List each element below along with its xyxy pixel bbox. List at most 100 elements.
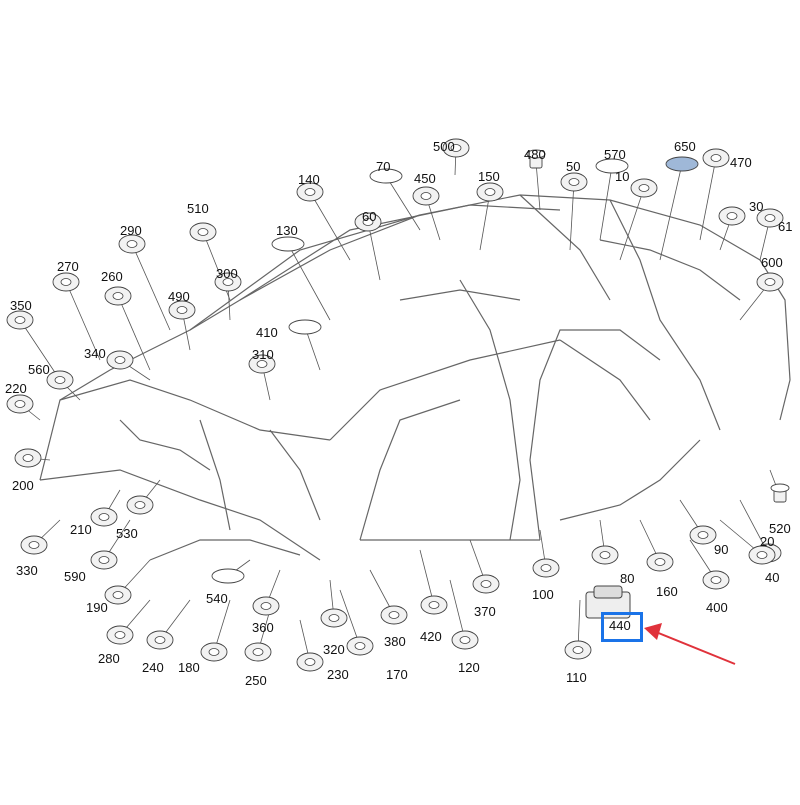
push-clip-icon bbox=[526, 149, 546, 169]
grommet-icon bbox=[451, 630, 479, 650]
grommet-icon bbox=[756, 208, 784, 228]
grommet-icon bbox=[296, 182, 324, 202]
part-label-150: 150 bbox=[478, 169, 500, 184]
grommet-icon bbox=[52, 272, 80, 292]
leader-line-130 bbox=[287, 243, 331, 321]
grommet-icon bbox=[90, 507, 118, 527]
grommet-icon bbox=[296, 652, 324, 672]
part-label-530: 530 bbox=[116, 526, 138, 541]
grommet-icon bbox=[244, 642, 272, 662]
grommet-icon bbox=[702, 570, 730, 590]
grommet-icon bbox=[354, 212, 382, 232]
part-label-600: 600 bbox=[761, 255, 783, 270]
oval-plug-icon bbox=[595, 158, 629, 174]
oval-plug-icon bbox=[211, 568, 245, 584]
part-label-250: 250 bbox=[245, 673, 267, 688]
part-label-60: 60 bbox=[362, 209, 377, 224]
part-label-230: 230 bbox=[327, 667, 349, 682]
part-label-120: 120 bbox=[458, 660, 480, 675]
part-label-570: 570 bbox=[604, 147, 626, 162]
grommet-icon bbox=[412, 186, 440, 206]
leader-line-350 bbox=[19, 319, 61, 381]
part-label-180: 180 bbox=[178, 660, 200, 675]
highlight-box bbox=[601, 612, 643, 642]
grommet-icon bbox=[14, 448, 42, 468]
part-label-380: 380 bbox=[384, 634, 406, 649]
grommet-icon bbox=[200, 642, 228, 662]
leader-line-290 bbox=[131, 243, 171, 331]
part-label-260: 260 bbox=[101, 269, 123, 284]
grommet-icon bbox=[646, 552, 674, 572]
grommet-icon bbox=[748, 545, 776, 565]
grommet-icon bbox=[90, 550, 118, 570]
grommet-icon bbox=[252, 596, 280, 616]
part-label-470: 470 bbox=[730, 155, 752, 170]
part-label-510: 510 bbox=[187, 201, 209, 216]
part-label-320: 320 bbox=[323, 642, 345, 657]
part-label-650: 650 bbox=[674, 139, 696, 154]
grommet-icon bbox=[46, 370, 74, 390]
grommet-icon bbox=[420, 595, 448, 615]
part-label-61: 61 bbox=[778, 219, 793, 234]
grommet-icon bbox=[689, 525, 717, 545]
grommet-icon bbox=[126, 495, 154, 515]
grommet-icon bbox=[104, 286, 132, 306]
grommet-icon bbox=[6, 310, 34, 330]
part-label-40: 40 bbox=[765, 570, 780, 585]
grommet-icon bbox=[168, 300, 196, 320]
part-label-270: 270 bbox=[57, 259, 79, 274]
part-label-360: 360 bbox=[252, 620, 274, 635]
part-label-20: 20 bbox=[760, 534, 775, 549]
part-label-10: 10 bbox=[615, 169, 630, 184]
part-label-200: 200 bbox=[12, 478, 34, 493]
highlight-label: 440 bbox=[609, 618, 631, 633]
part-label-540: 540 bbox=[206, 591, 228, 606]
grommet-icon bbox=[214, 272, 242, 292]
leader-line-170 bbox=[339, 589, 361, 647]
leader-line-260 bbox=[117, 295, 151, 371]
push-clip-icon bbox=[770, 483, 790, 503]
grommet-icon bbox=[442, 138, 470, 158]
part-label-590: 590 bbox=[64, 569, 86, 584]
oval-plug-icon bbox=[288, 319, 322, 335]
part-label-210: 210 bbox=[70, 522, 92, 537]
grommet-icon bbox=[248, 354, 276, 374]
grommet-icon bbox=[564, 640, 592, 660]
leader-line-10 bbox=[619, 187, 645, 261]
leader-line-570 bbox=[599, 165, 613, 241]
grommet-icon bbox=[189, 222, 217, 242]
grommet-icon bbox=[146, 630, 174, 650]
part-label-500: 500 bbox=[433, 139, 455, 154]
part-label-190: 190 bbox=[86, 600, 108, 615]
grommet-icon bbox=[756, 272, 784, 292]
part-label-100: 100 bbox=[532, 587, 554, 602]
part-label-450: 450 bbox=[414, 171, 436, 186]
part-label-520: 520 bbox=[769, 521, 791, 536]
part-label-220: 220 bbox=[5, 381, 27, 396]
leader-line-50 bbox=[569, 181, 575, 251]
grommet-icon bbox=[560, 172, 588, 192]
grommet-icon bbox=[718, 206, 746, 226]
part-label-400: 400 bbox=[706, 600, 728, 615]
grommet-icon bbox=[106, 350, 134, 370]
part-label-330: 330 bbox=[16, 563, 38, 578]
grommet-icon bbox=[20, 535, 48, 555]
grommet-icon bbox=[476, 182, 504, 202]
part-label-30: 30 bbox=[749, 199, 764, 214]
oval-plug-icon bbox=[271, 236, 305, 252]
part-label-560: 560 bbox=[28, 362, 50, 377]
grommet-icon bbox=[591, 545, 619, 565]
part-label-130: 130 bbox=[276, 223, 298, 238]
leader-line-270 bbox=[65, 281, 101, 361]
grommet-icon bbox=[630, 178, 658, 198]
leader-line-150 bbox=[479, 191, 491, 251]
oval-plug-icon bbox=[665, 156, 699, 172]
part-label-80: 80 bbox=[620, 571, 635, 586]
leader-line-120 bbox=[449, 579, 466, 641]
part-label-420: 420 bbox=[420, 629, 442, 644]
grommet-icon bbox=[380, 605, 408, 625]
part-label-110: 110 bbox=[566, 670, 587, 685]
leader-line-60 bbox=[367, 221, 381, 281]
grommet-icon bbox=[6, 394, 34, 414]
